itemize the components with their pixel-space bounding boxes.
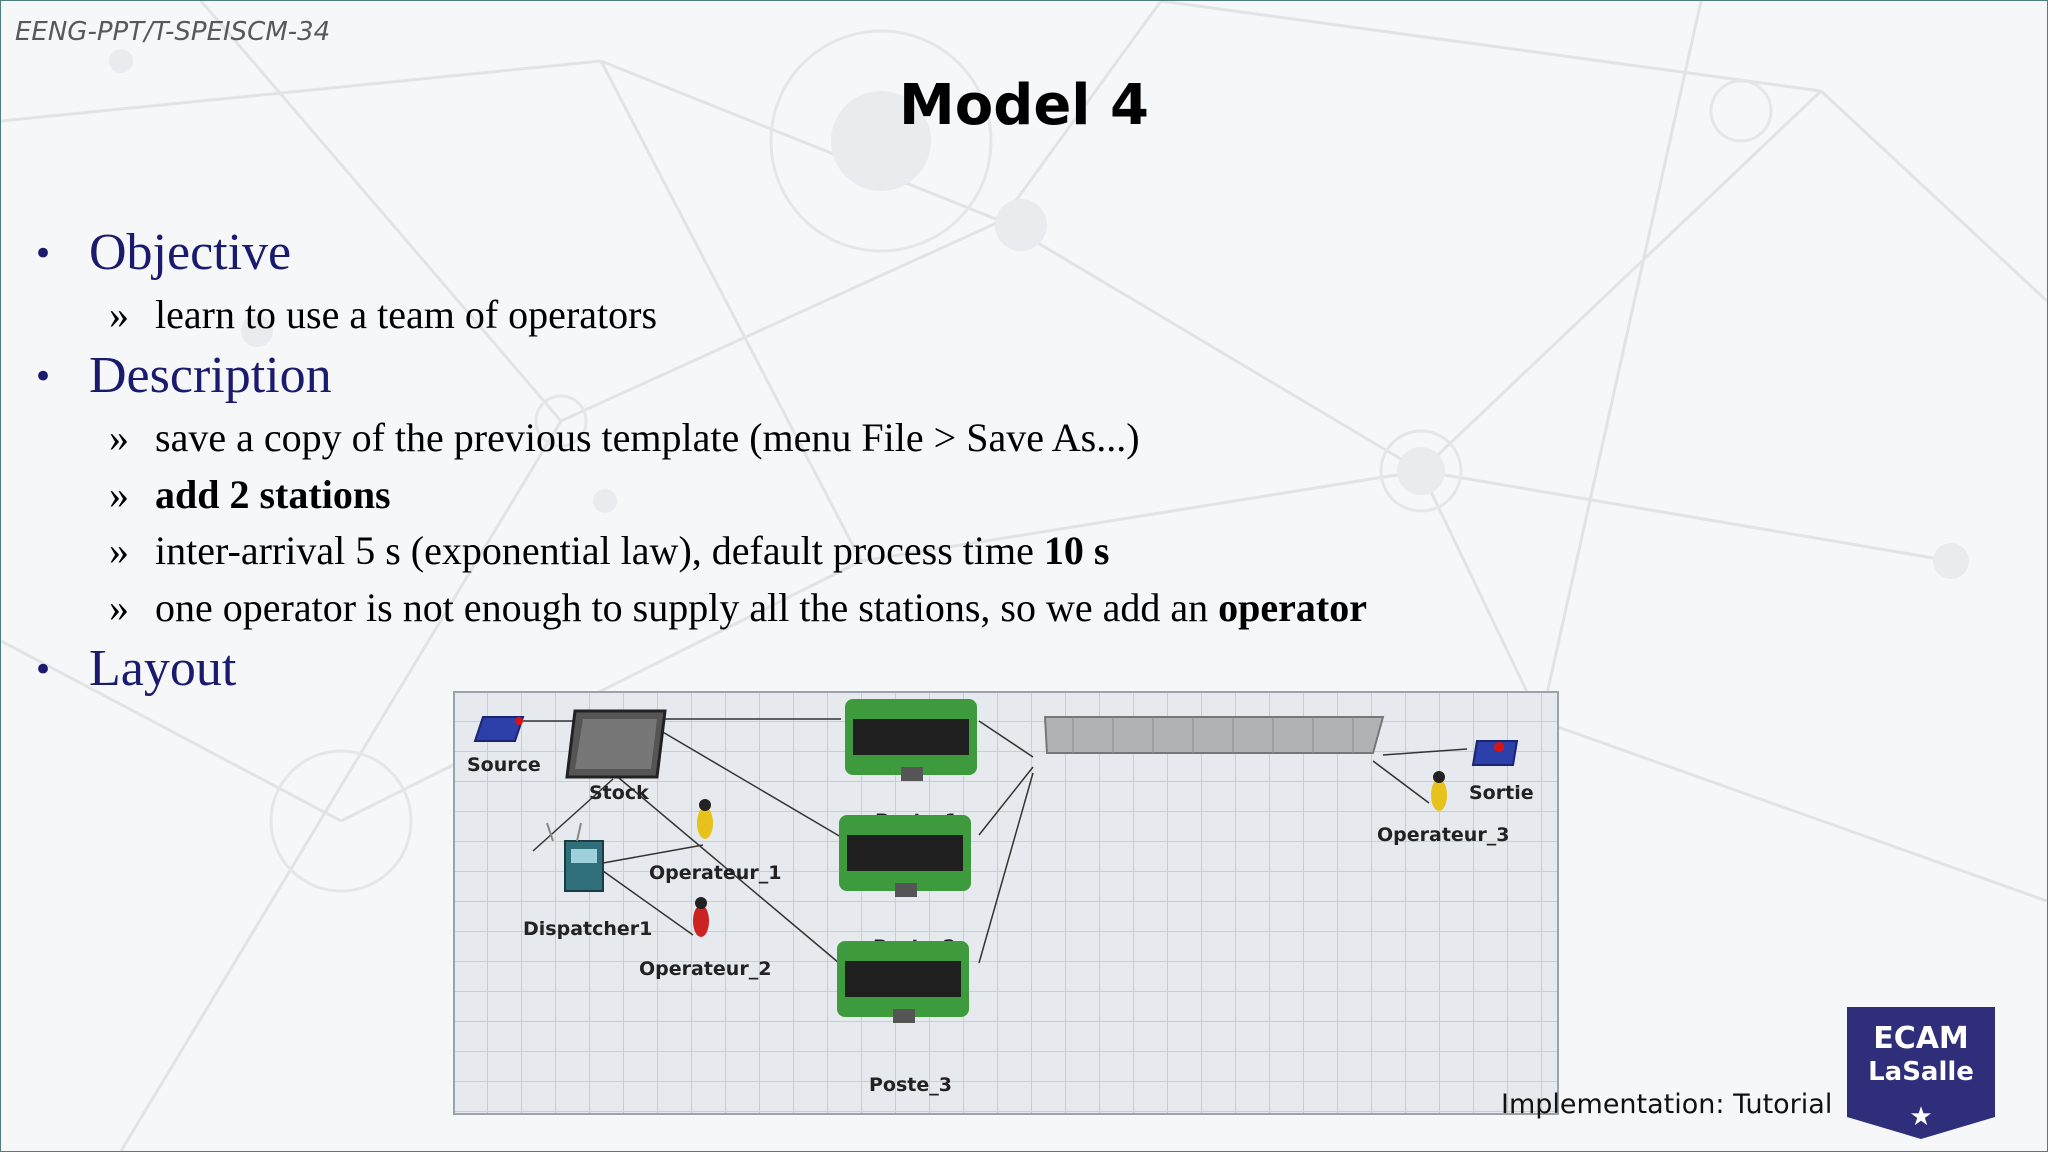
sortie-label: Sortie [1469,782,1534,804]
logo-text-ecam: ECAM [1873,1021,1969,1056]
operator2-label: Operateur_2 [639,958,771,980]
dispatcher-node: Dispatcher1 [523,822,652,940]
simulation-layout-image: Source Stock Dispatcher1 Operateur_1 Ope… [453,691,1559,1115]
operator2-node: Operateur_2 [639,897,771,980]
operator3-label: Operateur_3 [1377,824,1509,846]
bullet-label: Layout [89,640,237,697]
slide-title: Model 4 [899,73,1149,138]
bullet-dot: • [33,234,54,274]
bullet-description: • Description [33,346,332,405]
operator3-node: Operateur_3 [1377,771,1509,846]
description-item-save-copy: » save a copy of the previous template (… [109,415,1140,460]
connection-lines [523,718,1468,964]
operator1-node: Operateur_1 [649,799,781,884]
description-item-inter-arrival: » inter-arrival 5 s (exponential law), d… [109,528,1110,573]
conveyor-node [1043,716,1385,754]
bullet-label: Objective [89,224,292,281]
bullet-label: Description [89,347,332,404]
footer-section-label: Implementation: Tutorial [1501,1089,1833,1120]
stock-label: Stock [589,782,649,804]
dispatcher-label: Dispatcher1 [523,918,652,940]
document-reference: EENG-PPT/T-SPEISCM-34 [15,17,331,47]
objective-item: » learn to use a team of operators [109,292,658,337]
description-item-add-stations: » add 2 stations [109,472,391,517]
description-item-add-operator: » one operator is not enough to supply a… [109,585,1367,630]
bullet-dot: • [33,357,54,397]
bullet-layout: • Layout [33,639,237,698]
logo-star: ★ [1909,1102,1932,1132]
logo-text-lasalle: LaSalle [1868,1057,1974,1087]
sortie-node: Sortie [1469,740,1534,804]
source-label: Source [467,754,541,776]
poste3-node: Poste_3 [837,941,969,1096]
stock-node: Stock [565,709,667,804]
poste3-label: Poste_3 [869,1074,952,1096]
bullet-objective: • Objective [33,223,292,282]
source-node: Source [467,716,541,776]
ecam-lasalle-logo: ★ [1847,1007,1995,1139]
bullet-dot: • [33,650,54,690]
operator1-label: Operateur_1 [649,862,781,884]
